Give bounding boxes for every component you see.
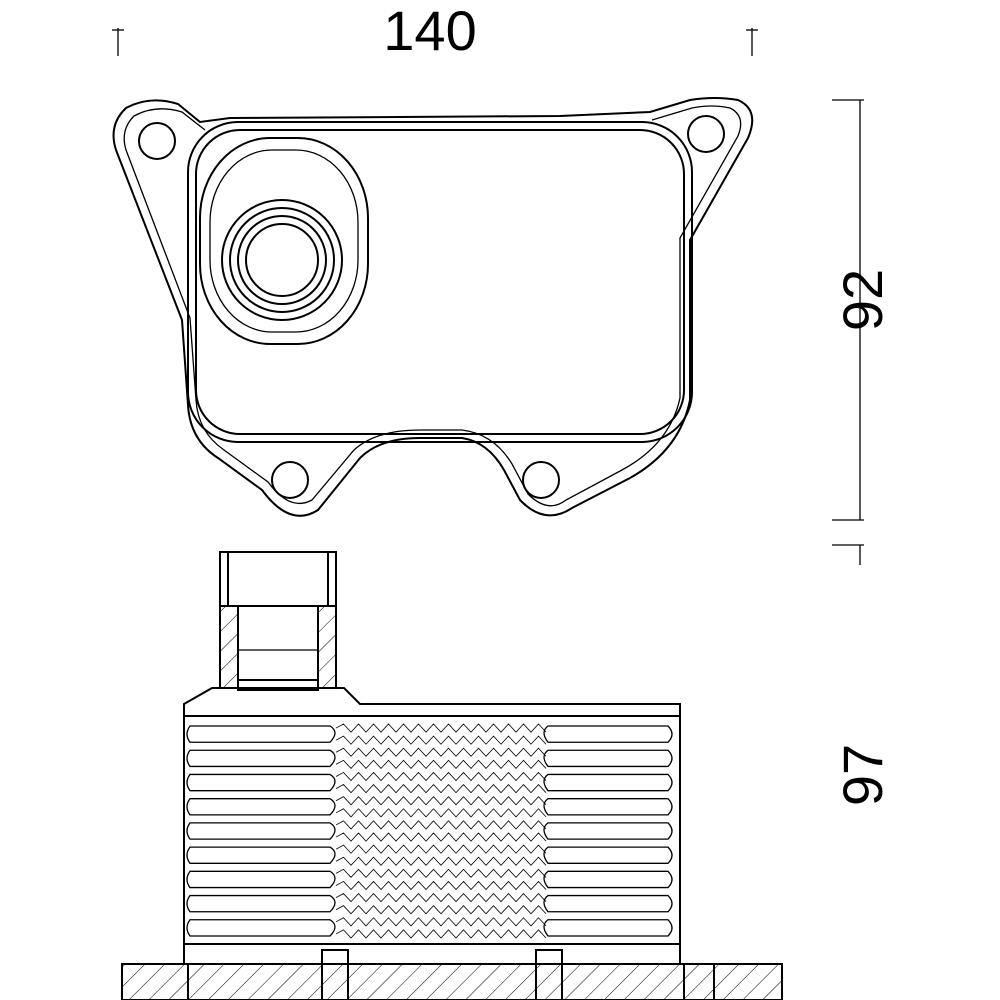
cooler-body-inner xyxy=(195,129,685,435)
turbulator-row xyxy=(335,771,547,782)
port-ring-mid xyxy=(229,207,335,313)
port-boss-outer xyxy=(199,137,369,345)
bolt-right xyxy=(535,949,563,1000)
base-left-gap xyxy=(121,963,189,1000)
side-view xyxy=(121,551,783,1000)
pipe-collar xyxy=(237,679,319,691)
bolt-hole-top-right xyxy=(687,115,725,153)
port-ring-inner xyxy=(237,215,327,305)
stack-top-plate xyxy=(183,687,681,717)
height-label-top-view: 92 xyxy=(831,269,894,331)
height-label-side-view: 97 xyxy=(831,744,894,806)
base-upper xyxy=(183,943,681,965)
bolt-hole-bottom-right xyxy=(522,461,560,499)
fin-plates xyxy=(186,725,673,937)
turbulator-row xyxy=(335,820,547,830)
turbulator-row xyxy=(335,796,547,806)
port-bore xyxy=(245,223,319,297)
pipe-wall-right xyxy=(317,605,337,689)
turbulator-row xyxy=(335,723,547,733)
pipe-top-cap xyxy=(219,551,337,607)
port-ring-outer xyxy=(221,199,343,321)
bolt-hole-bottom-left xyxy=(271,461,309,499)
height-dimension-side: 97 xyxy=(831,544,894,806)
turbulator-row xyxy=(335,783,547,794)
flange-outline xyxy=(112,97,754,517)
width-label: 140 xyxy=(383,0,476,62)
port-pipe xyxy=(219,551,337,691)
pipe-wall-left xyxy=(219,605,239,689)
base-plate xyxy=(121,943,783,1000)
height-dimension-top: 92 xyxy=(831,99,894,521)
turbulator-row xyxy=(335,808,547,818)
top-view xyxy=(112,97,754,517)
base-right-gap xyxy=(683,963,715,1000)
turbulator-row xyxy=(335,917,547,927)
turbulator-row xyxy=(335,747,547,757)
bolt-left xyxy=(321,949,349,1000)
turbulator-core xyxy=(335,723,547,939)
turbulator-row xyxy=(335,892,547,903)
flange-inner-outline xyxy=(123,105,742,507)
turbulator-row xyxy=(335,832,547,842)
turbulator-row xyxy=(335,880,547,891)
turbulator-row xyxy=(335,856,547,866)
pipe-cap-edges xyxy=(227,552,329,606)
turbulator-row xyxy=(335,905,547,915)
port-boss-inner xyxy=(209,149,359,333)
turbulator-row xyxy=(335,844,547,854)
bolt-hole-top-left xyxy=(138,122,176,160)
turbulator-row xyxy=(335,868,547,879)
cooler-body-outer xyxy=(187,121,693,443)
turbulator-row xyxy=(335,735,547,745)
turbulator-row xyxy=(335,929,547,939)
width-dimension: 140 xyxy=(112,0,758,62)
turbulator-row xyxy=(335,759,547,770)
